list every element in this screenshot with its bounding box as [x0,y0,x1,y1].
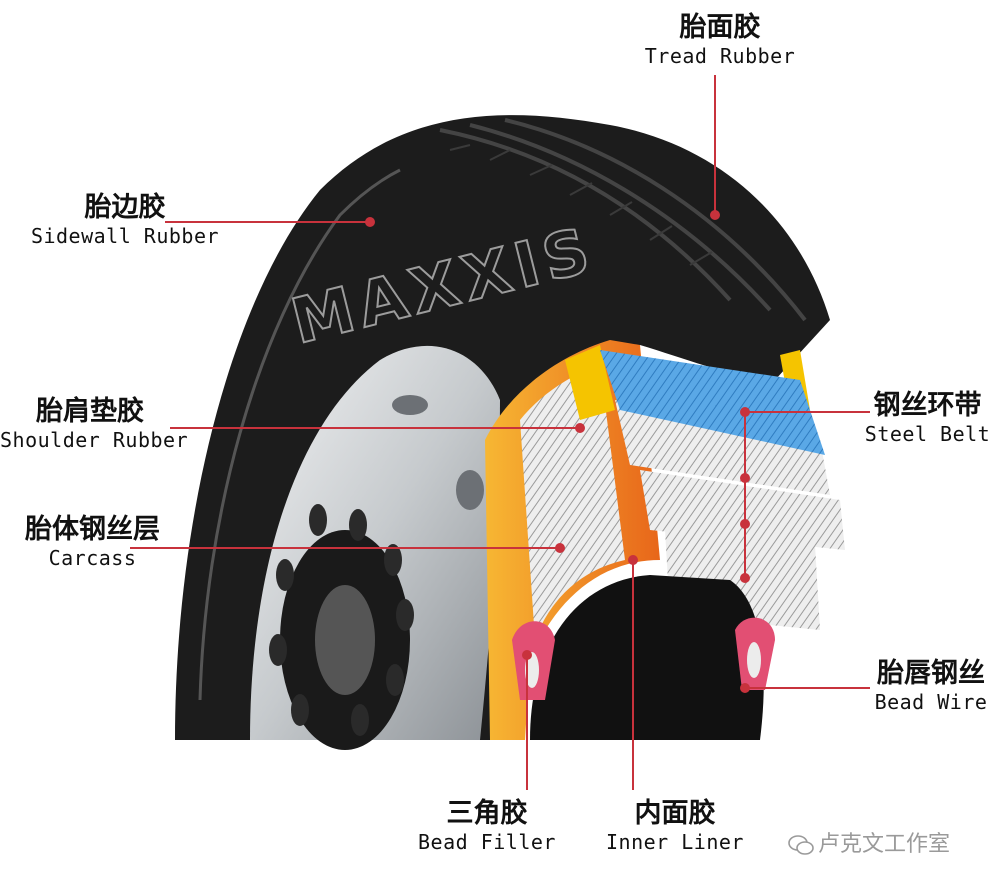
steel-belt-en: Steel Belt [864,422,991,446]
label-bead-wire: 胎唇钢丝 Bead Wire [864,658,998,714]
shoulder-rubber-en: Shoulder Rubber [0,428,189,452]
tread-sipes [449,144,713,266]
bead-filler-en: Bead Filler [418,830,556,854]
steel-belt-zh: 钢丝环带 [873,390,982,421]
bead-wire-en: Bead Wire [874,690,988,714]
lug-nuts [269,504,414,736]
label-steel-belt: 钢丝环带 Steel Belt [860,390,995,446]
shoulder-rubber-zh: 胎肩垫胶 [36,396,144,427]
wheel-rim [250,345,500,750]
tread-rubber-en: Tread Rubber [644,44,796,68]
label-sidewall-rubber: 胎边胶 Sidewall Rubber [20,192,230,248]
label-inner-liner: 内面胶 Inner Liner [600,798,750,854]
inner-liner-en: Inner Liner [606,830,744,854]
sidewall-rubber-en: Sidewall Rubber [30,224,220,248]
tread-rubber-zh: 胎面胶 [679,12,761,43]
sidewall-rubber-zh: 胎边胶 [84,192,166,223]
watermark-text: 卢克文工作室 [818,832,951,857]
label-carcass: 胎体钢丝层 Carcass [10,514,175,570]
cutaway-section [485,340,845,740]
wechat-icon [788,835,814,855]
label-bead-filler: 三角胶 Bead Filler [412,798,562,854]
watermark: 卢克文工作室 [788,826,950,858]
bead-wire-zh: 胎唇钢丝 [877,658,985,689]
label-tread-rubber: 胎面胶 Tread Rubber [640,12,800,68]
inner-liner-zh: 内面胶 [634,798,716,829]
label-shoulder-rubber: 胎肩垫胶 Shoulder Rubber [0,396,189,452]
leader-lines [130,75,870,790]
bead-filler-zh: 三角胶 [446,798,528,829]
carcass-en: Carcass [48,546,137,570]
carcass-zh: 胎体钢丝层 [25,514,160,545]
